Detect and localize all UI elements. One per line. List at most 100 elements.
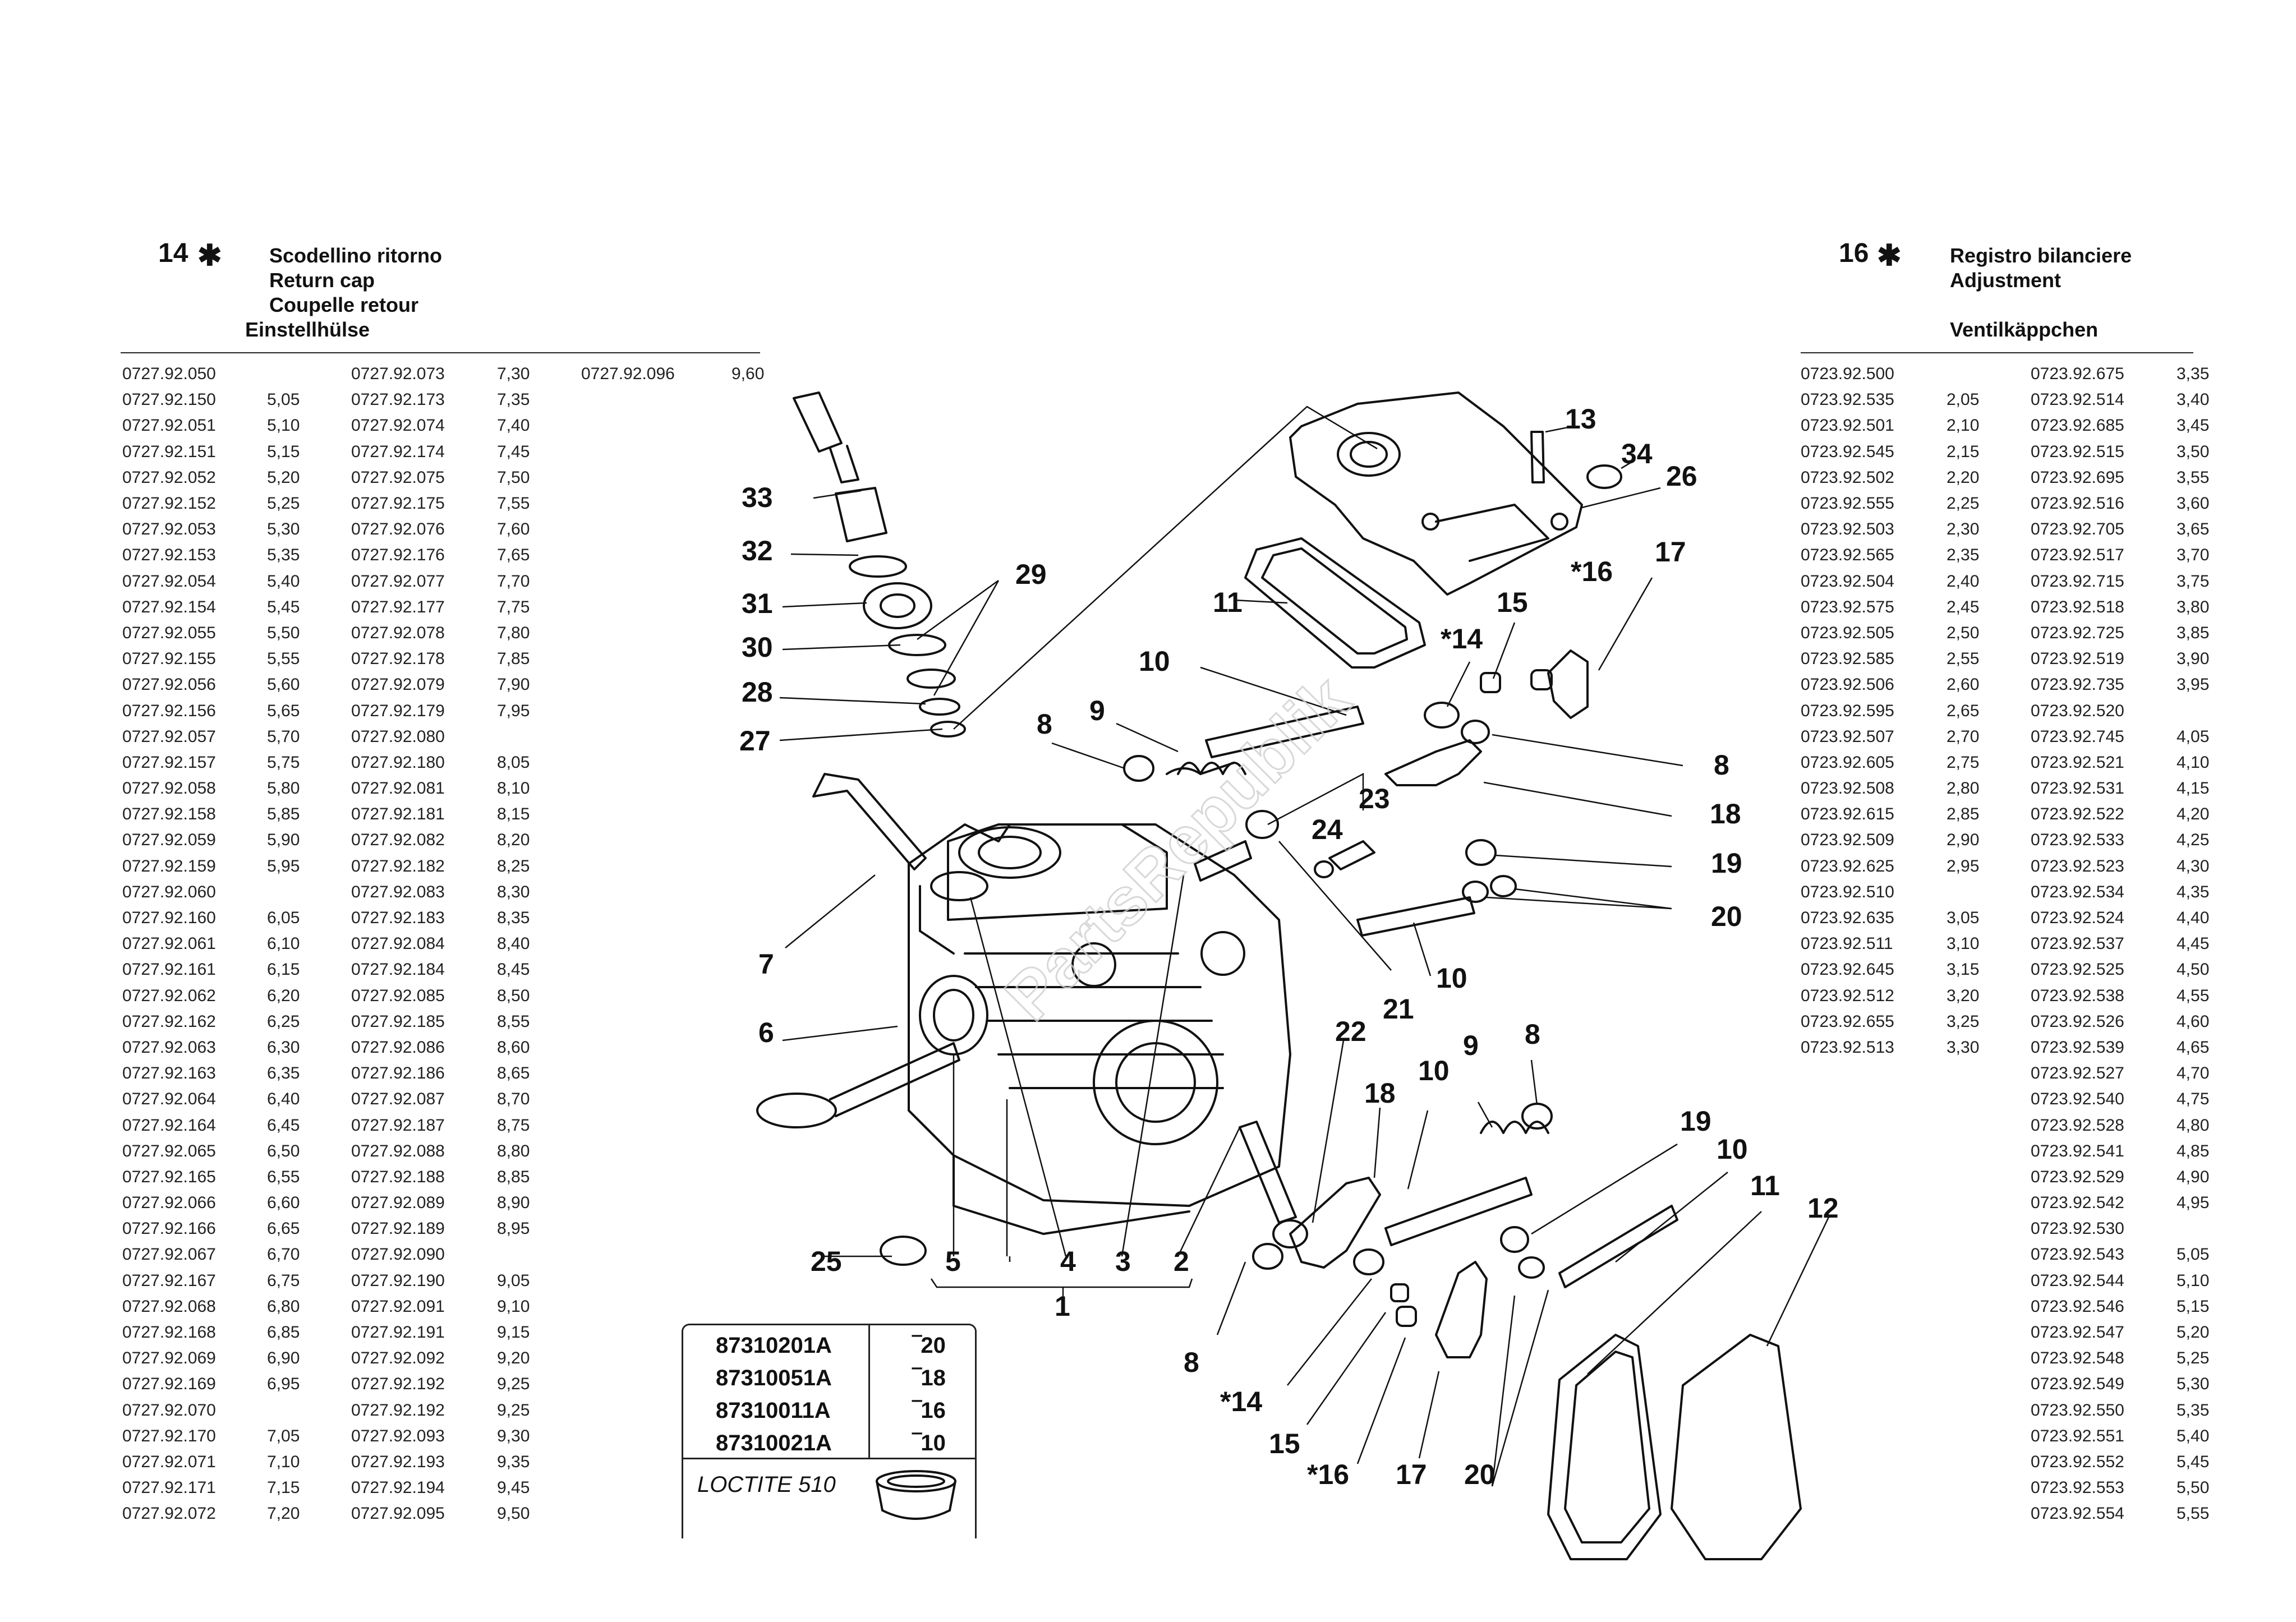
rocker-shaft-10-lower-right [1558,1205,1678,1288]
table-cell: 5,85 [267,805,300,824]
table-cell [1947,1139,2031,1164]
table-cell: 0727.92.082 [351,831,445,850]
table-cell [1801,1242,1947,1268]
table-cell [581,646,731,672]
table-cell [1947,1242,2031,1268]
right-header-line-1: Registro bilanciere [1950,244,2132,267]
table-cell: 0723.92.544 [2031,1271,2124,1290]
callout-label: 18 [1710,798,1741,830]
table-cell: 0727.92.074 [351,416,445,435]
table-cell: 0727.92.176 [351,546,445,565]
spring-9-top [1177,762,1246,775]
table-cell [267,879,351,905]
table-cell: 8,35 [497,909,530,928]
table-cell: 0727.92.077 [351,572,445,591]
table-cell: 0727.92.086 [351,1038,445,1057]
table-cell [581,1164,731,1190]
table-cell: 5,55 [2177,1504,2210,1523]
table-cell [731,1139,788,1164]
gasket-11-bottom [1547,1334,1662,1560]
table-cell: 0727.92.180 [351,753,445,772]
table-cell: 0727.92.183 [351,909,445,928]
legend-code-2: 87310051A [716,1366,832,1390]
table-cell: 3,60 [2177,494,2210,513]
table-cell [581,776,731,801]
right-table-row: 0723.92.541 4,85 [1801,1139,2233,1164]
callout-label: 26 [1666,460,1697,492]
table-cell: 4,85 [2177,1141,2210,1160]
table-cell: 0723.92.555 [1801,494,1894,513]
table-cell: 9,35 [497,1452,530,1471]
table-cell [581,1112,731,1138]
table-cell: 5,30 [267,520,300,539]
table-cell: 0723.92.514 [2031,390,2124,409]
table-cell: 3,20 [1947,986,1980,1005]
table-cell: 0723.92.605 [1801,753,1894,772]
legend-value-4: ‾10 [913,1431,946,1455]
table-cell: 5,80 [267,779,300,798]
table-cell: 0727.92.080 [351,727,445,746]
table-cell: 6,75 [267,1271,300,1290]
table-cell: 0723.92.517 [2031,546,2124,565]
table-cell: 8,70 [497,1090,530,1109]
callout-label: 10 [1436,962,1467,994]
left-header-line-1: Scodellino ritorno [269,244,443,267]
table-cell: 0727.92.157 [122,753,216,772]
legend-code-4: 87310021A [716,1431,832,1455]
seal-6 [919,975,988,1056]
table-cell: 5,50 [2177,1478,2210,1497]
rocker-shaft-10-bottom [1384,1177,1533,1246]
table-cell: 0723.92.635 [1801,909,1894,928]
table-cell: 0727.92.194 [351,1478,445,1497]
table-cell: 0727.92.054 [122,572,216,591]
table-cell: 0723.92.523 [2031,856,2124,875]
table-cell: 0727.92.191 [351,1323,445,1342]
callout-label: 11 [1213,587,1243,618]
table-cell: 0723.92.541 [2031,1141,2124,1160]
callout-label: 34 [1621,438,1653,469]
right-ref-number: 16 [1839,238,1869,268]
callout-label: 9 [1463,1030,1479,1061]
table-cell: 0723.92.542 [2031,1194,2124,1213]
table-cell [731,801,788,827]
table-cell: 3,55 [2177,468,2210,487]
table-cell: 0727.92.050 [122,365,216,384]
table-cell: 3,45 [2177,416,2210,435]
table-cell: 4,05 [2177,727,2210,746]
table-cell [1947,1061,2031,1086]
table-cell: 0727.92.072 [122,1504,216,1523]
table-cell: 0727.92.160 [122,909,216,928]
table-cell: 0727.92.078 [351,623,445,642]
table-cell: 7,35 [497,390,530,409]
table-cell [1801,1112,1947,1138]
table-cell [581,724,731,750]
table-cell: 0723.92.501 [1801,416,1894,435]
right-header-labels: Registro bilanciere Adjustment [1950,243,2132,293]
table-cell: 0723.92.527 [2031,1064,2124,1083]
callout-label: 8 [1037,708,1052,740]
washer-20-top-b [1490,875,1517,897]
table-cell [581,569,731,595]
table-cell: 4,30 [2177,856,2210,875]
table-cell: 0727.92.060 [122,882,216,901]
table-cell: 5,40 [2177,1426,2210,1445]
table-cell: 0723.92.530 [2031,1219,2124,1238]
table-cell: 5,60 [267,675,300,694]
table-cell: 7,85 [497,649,530,669]
table-cell: 7,60 [497,520,530,539]
table-cell: 0723.92.535 [1801,390,1894,409]
table-cell: 0723.92.675 [2031,365,2124,384]
table-cell: 0727.92.093 [351,1426,445,1445]
table-cell: 2,95 [1947,856,1980,875]
table-cell [581,491,731,517]
table-cell [731,879,788,905]
